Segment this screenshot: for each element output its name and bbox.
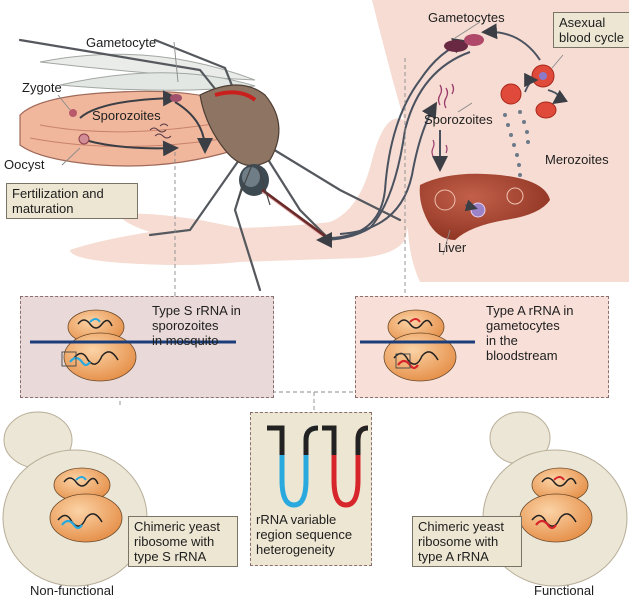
label-zygote: Zygote — [22, 80, 62, 95]
chimeric-a-box: Chimeric yeast ribosome with type A rRNA — [412, 516, 522, 567]
human-arm — [70, 118, 413, 265]
chimeric-s-box: Chimeric yeast ribosome with type S rRNA — [128, 516, 238, 567]
mosquito-proboscis — [261, 188, 331, 242]
label-sporozoites-mosquito: Sporozoites — [92, 108, 161, 123]
outcome-functional: Functional — [534, 583, 594, 598]
yeast-cell-left — [2, 411, 148, 587]
panel-type-s-text: Type S rRNA in sporozoites in mosquito — [152, 303, 241, 348]
asexual-blood-cycle-box: Asexual blood cycle — [553, 12, 629, 48]
label-liver: Liver — [438, 240, 467, 255]
label-sporozoites-human: Sporozoites — [424, 112, 493, 127]
label-oocyst: Oocyst — [4, 157, 45, 172]
label-gametocytes-human: Gametocytes — [428, 10, 505, 25]
outcome-non-functional: Non-functional — [30, 583, 114, 598]
mosquito-thorax — [199, 84, 280, 167]
fertilization-maturation-box: Fertilization and maturation — [6, 183, 138, 219]
panel-variable-text: rRNA variable region sequence heterogene… — [256, 512, 353, 557]
panel-type-s — [20, 296, 274, 398]
panel-type-a-text: Type A rRNA in gametocytes in the bloods… — [486, 303, 574, 363]
liver-organ — [419, 173, 550, 240]
label-merozoites: Merozoites — [545, 152, 609, 167]
label-gametocyte: Gametocyte — [86, 35, 157, 50]
